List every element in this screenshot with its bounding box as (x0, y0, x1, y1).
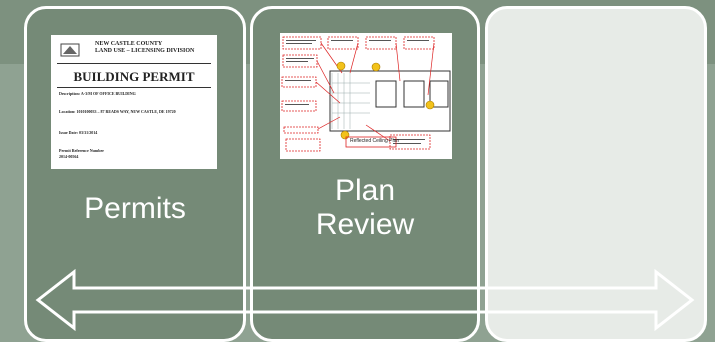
permits-card[interactable]: NEW CASTLE COUNTY LAND USE – LICENSING D… (24, 6, 246, 342)
permit-location: Location: 1010100033 – 87 READS WAY, NEW… (59, 109, 176, 114)
permit-issue-date: Issue Date: 03/31/2014 (59, 130, 98, 135)
permit-reference-number: 2014-00564 (59, 154, 79, 159)
plan-review-label: Plan Review (253, 174, 477, 242)
county-line-1: NEW CASTLE COUNTY (95, 41, 163, 47)
plan-drawing-thumbnail: Reflected Ceiling Plan (280, 33, 452, 159)
plan-review-label-line-1: Plan (334, 174, 396, 207)
building-permit-thumbnail: NEW CASTLE COUNTY LAND USE – LICENSING D… (51, 35, 217, 169)
permit-reference-label: Permit Reference Number (59, 148, 105, 153)
divider (57, 63, 211, 64)
floor-plan-drawing (281, 36, 451, 152)
county-name: NEW CASTLE COUNTY LAND USE – LICENSING D… (95, 41, 194, 55)
plan-review-card[interactable]: Reflected Ceiling Plan Plan Review (250, 6, 480, 342)
county-line-2: LAND USE – LICENSING DIVISION (95, 48, 195, 54)
permit-title: BUILDING PERMIT (73, 69, 195, 84)
permits-label: Permits (84, 192, 186, 225)
plan-annotation: Reflected Ceiling Plan (350, 138, 400, 144)
empty-card[interactable] (485, 6, 707, 342)
plan-review-label-line-2: Review (315, 208, 415, 241)
permit-description: Description: A-3/M OF OFFICE BUILDING (59, 91, 136, 96)
divider (57, 87, 211, 88)
county-seal-icon (60, 43, 80, 57)
